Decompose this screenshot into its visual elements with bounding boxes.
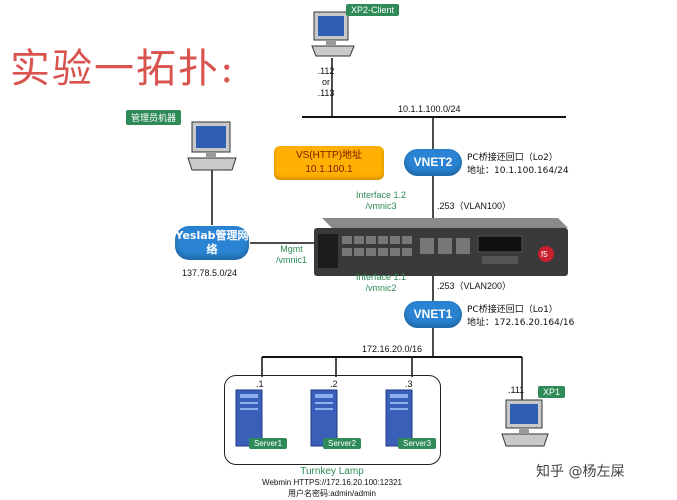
server2-ip: .2 <box>330 379 338 389</box>
webmin-url: Webmin HTTPS://172.16.20.100:12321 <box>262 478 402 487</box>
computer-icon <box>187 121 237 171</box>
turnkey-title: Turnkey Lamp <box>300 466 364 477</box>
yeslab-subnet-label: 137.78.5.0/24 <box>182 268 238 278</box>
xp2-client-label: XP2-Client <box>346 4 400 16</box>
interface12-label: Interface 1.2 /vmnic3 <box>356 190 407 211</box>
server2-label: Server2 <box>323 438 362 449</box>
vnet1-node: VNET1 <box>404 301 462 328</box>
svg-text:f5: f5 <box>541 250 548 259</box>
xp1-pc <box>500 396 550 454</box>
server-icon <box>235 389 263 447</box>
xp1-label: XP1 <box>538 386 566 398</box>
bottom-network-label: 172.16.20.0/16 <box>362 344 423 354</box>
server1-label: Server1 <box>249 438 288 449</box>
vnet1-desc-line1: PC桥接还回口（Lo1） <box>467 305 558 315</box>
server-icon <box>310 389 338 447</box>
server1-ip: .1 <box>256 379 264 389</box>
server-group-box <box>224 375 441 465</box>
bigip-appliance: f5 <box>310 214 572 284</box>
vlan200-label: .253（VLAN200） <box>437 281 512 291</box>
admin-pc <box>184 118 240 176</box>
xp2-ip-label: .112 or .113 <box>317 66 335 98</box>
server1 <box>234 388 264 452</box>
turnkey-credentials: 用户名密码:admin/admin <box>287 489 377 498</box>
diagram-title: 实验一拓扑: <box>10 46 236 92</box>
server3-label: Server3 <box>398 438 437 449</box>
server3-ip: .3 <box>405 379 413 389</box>
vnet2-node: VNET2 <box>404 149 462 176</box>
interface11-label: Interface 1.1 /vmnic2 <box>356 272 407 293</box>
mgmt-label: Mgmt /vmnic1 <box>276 244 308 265</box>
appliance-icon: f5 <box>314 218 568 276</box>
computer-icon <box>501 399 549 447</box>
watermark: 知乎 @杨左屎 <box>536 464 625 480</box>
admin-pc-label: 管理员机器 <box>126 110 182 125</box>
xp2-client-pc <box>310 4 356 64</box>
vs-line2: 10.1.100.1 <box>305 164 353 175</box>
yeslab-network-node: Yeslab管理网络 <box>175 226 249 260</box>
vnet2-desc-line2: 地址：10.1.100.164/24 <box>467 166 569 176</box>
vs-address-box: VS(HTTP)地址 10.1.100.1 <box>274 146 384 180</box>
xp1-ip: .111 <box>508 385 525 395</box>
server2 <box>309 388 339 452</box>
vlan100-label: .253（VLAN100） <box>437 201 512 211</box>
vnet2-desc-line1: PC桥接还回口（Lo2） <box>467 153 558 163</box>
vnet1-desc-line2: 地址：172.16.20.164/16 <box>467 318 575 328</box>
computer-icon <box>311 11 355 57</box>
vs-line1: VS(HTTP)地址 <box>295 150 363 161</box>
top-network-label: 10.1.1.100.0/24 <box>398 104 461 114</box>
